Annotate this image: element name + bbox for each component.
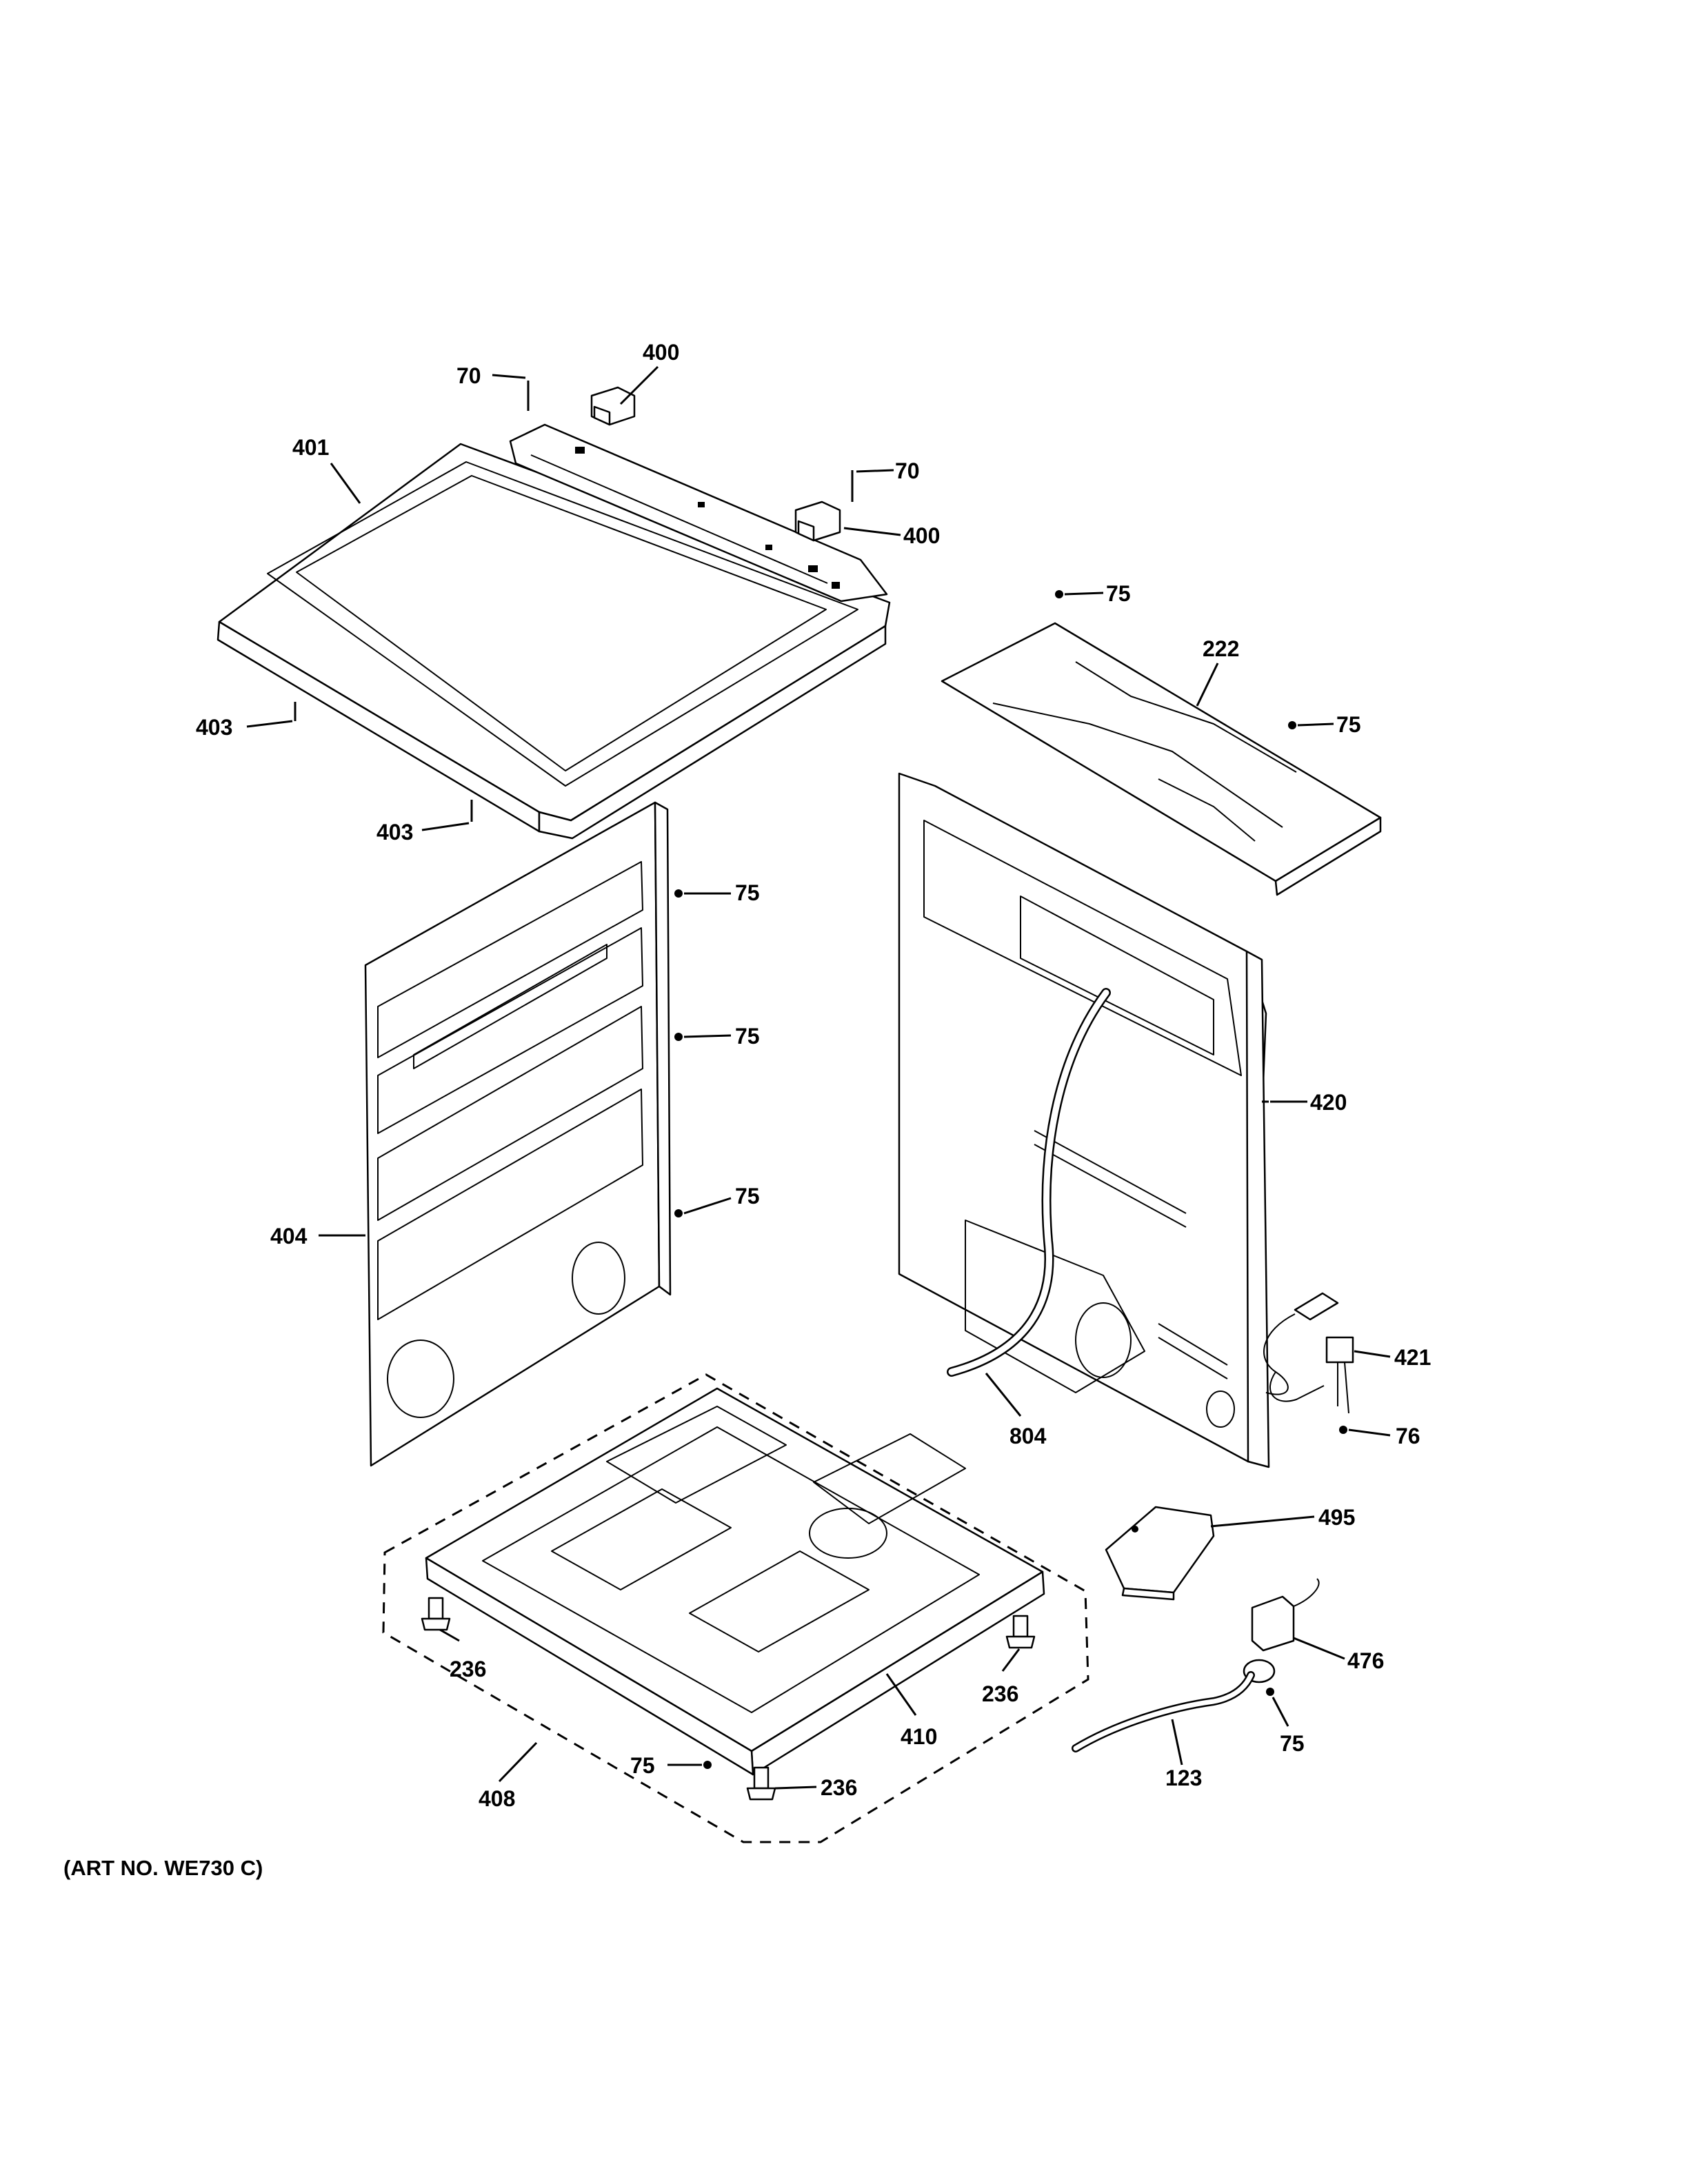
callout-403-upper: 403 xyxy=(196,715,232,740)
power-cord-part xyxy=(1263,1292,1354,1414)
screw-75-side-a xyxy=(674,889,683,898)
art-number: (ART NO. WE730 C) xyxy=(63,1856,263,1880)
callout-75-brace-a: 75 xyxy=(1106,581,1131,606)
callout-70-lower: 70 xyxy=(895,458,920,483)
callout-804: 804 xyxy=(1009,1424,1047,1448)
callout-75-side-b: 75 xyxy=(735,1024,760,1049)
callout-476: 476 xyxy=(1347,1648,1384,1673)
callout-421: 421 xyxy=(1394,1345,1431,1370)
hinge-part-lower xyxy=(794,501,841,542)
leveling-leg-right xyxy=(1005,1615,1036,1649)
callout-410: 410 xyxy=(901,1724,937,1749)
callout-76: 76 xyxy=(1396,1424,1420,1448)
screw-75-brace-b xyxy=(1288,721,1296,729)
leveling-leg-front xyxy=(746,1766,776,1801)
base-assembly-outline xyxy=(382,1373,1089,1843)
screw-75-brace-a xyxy=(1055,590,1063,598)
callout-222: 222 xyxy=(1203,636,1239,661)
screw-75-base xyxy=(703,1761,712,1769)
top-cover-part xyxy=(217,423,891,840)
screw-75-side-b xyxy=(674,1033,683,1041)
leader-lines xyxy=(246,365,1391,1790)
callout-75-side-a: 75 xyxy=(735,880,760,905)
base-part xyxy=(425,1387,1045,1776)
rear-panel-part xyxy=(898,772,1270,1468)
callout-75-valve: 75 xyxy=(1280,1731,1305,1756)
callout-408: 408 xyxy=(479,1786,515,1811)
callout-123: 123 xyxy=(1165,1766,1202,1790)
callout-403-lower: 403 xyxy=(376,820,413,845)
hinge-part-upper xyxy=(590,386,636,426)
callout-401: 401 xyxy=(292,435,329,460)
callout-236-left: 236 xyxy=(450,1657,486,1681)
top-brace-part xyxy=(941,622,1382,896)
callout-236-front: 236 xyxy=(821,1775,857,1800)
callout-75-base: 75 xyxy=(630,1753,655,1778)
callout-70-upper: 70 xyxy=(456,363,481,388)
screw-76 xyxy=(1339,1426,1347,1434)
water-valve-part xyxy=(1243,1578,1320,1684)
callout-420: 420 xyxy=(1310,1090,1347,1115)
leveling-leg-left xyxy=(421,1597,451,1631)
callout-400-lower: 400 xyxy=(903,523,940,548)
callout-236-right: 236 xyxy=(982,1681,1018,1706)
callout-400-upper: 400 xyxy=(643,340,679,365)
callout-75-side-c: 75 xyxy=(735,1184,760,1209)
screw-75-valve xyxy=(1266,1688,1274,1696)
callout-75-brace-b: 75 xyxy=(1336,712,1361,737)
bracket-part xyxy=(1105,1506,1215,1601)
side-panel-part xyxy=(364,801,672,1467)
callout-404: 404 xyxy=(270,1224,308,1248)
screw-75-side-c xyxy=(674,1209,683,1217)
callout-495: 495 xyxy=(1318,1505,1355,1530)
